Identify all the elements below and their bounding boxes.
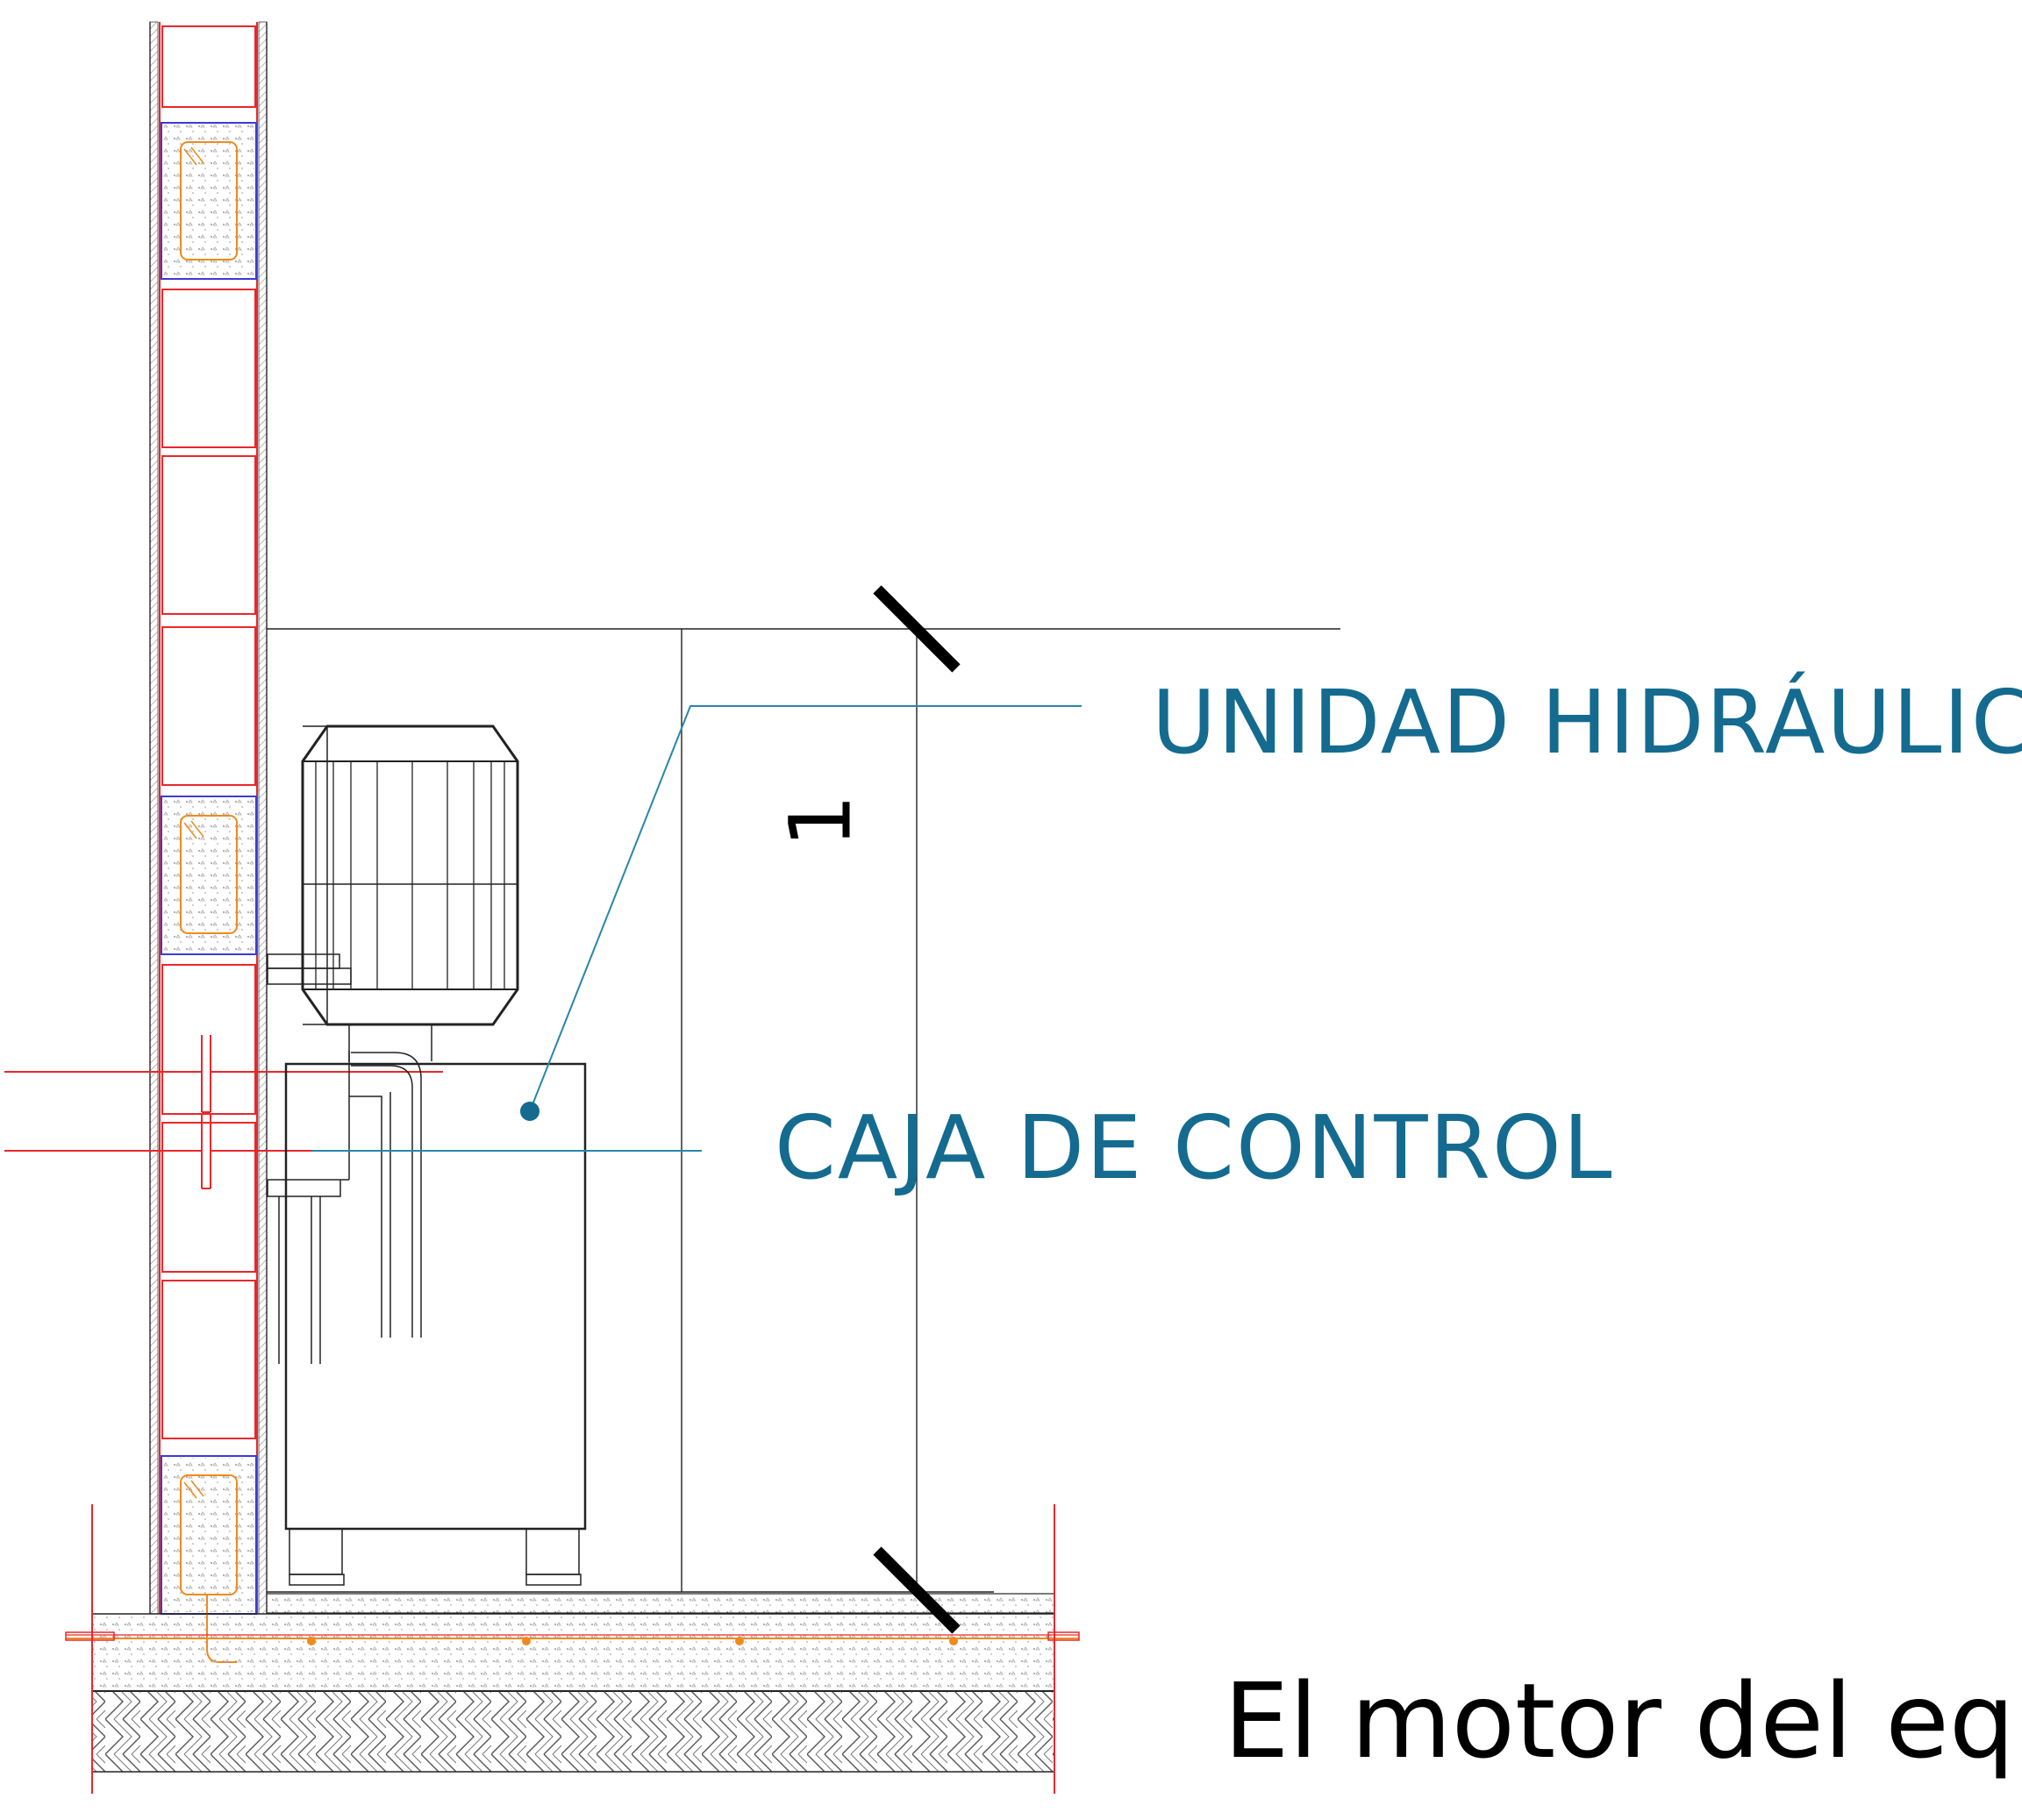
pipe-penetrations (4, 1035, 443, 1189)
dimension-mark: 1 (771, 794, 870, 848)
leader-lines (311, 705, 1082, 1152)
reinforced-block (161, 1455, 257, 1663)
floor-slab (65, 1504, 1080, 1794)
hydraulic-tank (267, 1051, 587, 1586)
caption-text: El motor del equ (1224, 1660, 2022, 1781)
electric-motor (267, 724, 519, 1061)
leader-dot-icon (520, 1102, 539, 1121)
masonry-wall (149, 21, 268, 1663)
hydraulic-unit-label: UNIDAD HIDRÁULICA (1152, 671, 2022, 774)
section-cut-mark (873, 585, 961, 1634)
reinforced-block (161, 122, 257, 280)
reinforced-block (161, 796, 257, 955)
control-box-label: CAJA DE CONTROL (775, 1096, 1614, 1199)
room-outline (267, 628, 1340, 1593)
